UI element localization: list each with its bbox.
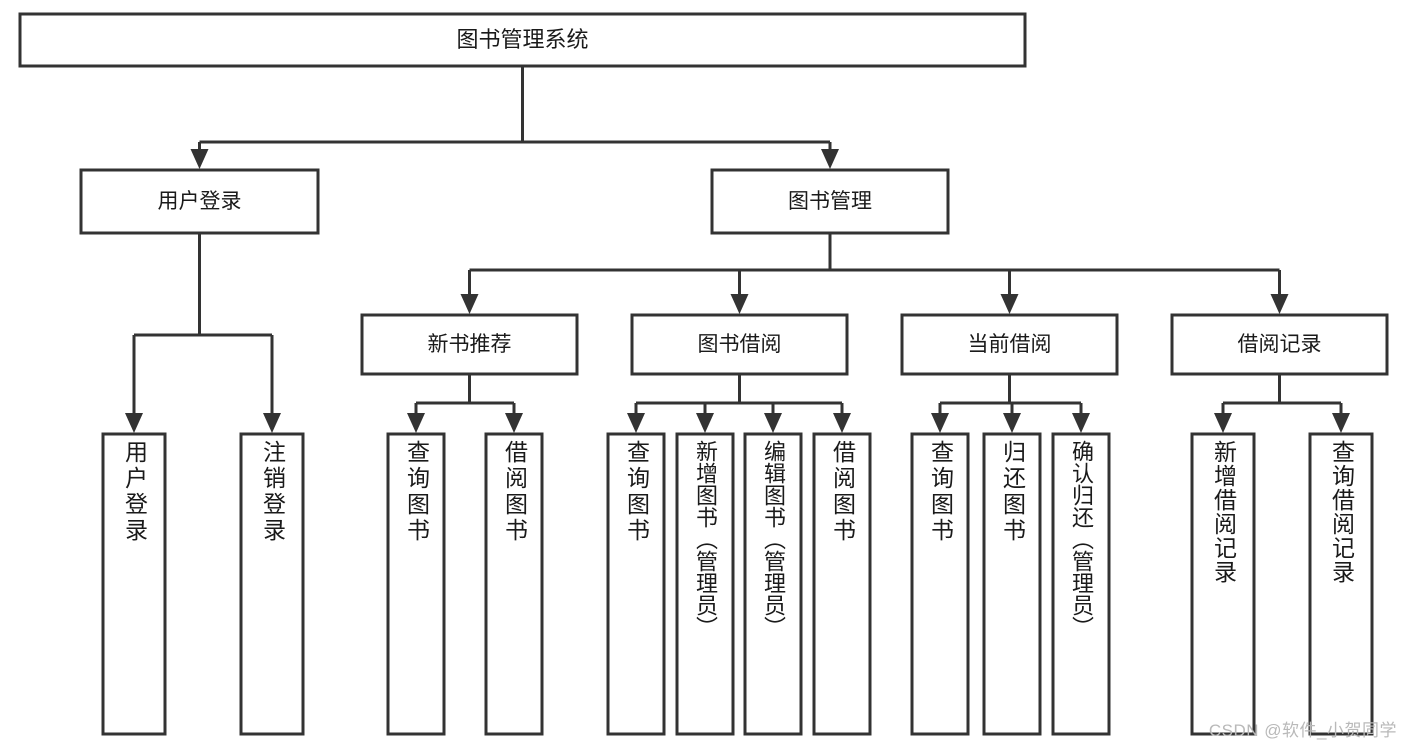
node-label-root: 图书管理系统 (456, 27, 588, 52)
node-label-book-manage: 图书管理 (788, 190, 872, 213)
arrow-head-icon-leaf-query-record (1332, 413, 1350, 433)
arrow-head-icon-leaf-user-login (125, 413, 143, 433)
node-box-leaf-return-book[interactable] (982, 432, 1042, 736)
node-box-borrow-record[interactable] (1170, 313, 1389, 376)
arrow-head-icon-leaf-query-book-2 (627, 413, 645, 433)
node-box-root[interactable] (18, 12, 1027, 68)
node-label-user-login: 用户登录 (158, 190, 242, 213)
arrow-head-icon-leaf-borrow-book-1 (505, 413, 523, 433)
node-box-book-manage[interactable] (710, 168, 950, 235)
arrow-head-icon-new-book-recommend (460, 294, 479, 314)
node-box-leaf-borrow-book-1[interactable] (484, 432, 544, 736)
arrow-head-icon-leaf-edit-book (764, 413, 782, 433)
arrow-head-icon-leaf-borrow-book-2 (833, 413, 851, 433)
connectors-layer (125, 66, 1350, 433)
node-label-new-book-recommend: 新书推荐 (428, 333, 512, 356)
node-box-leaf-query-record[interactable] (1308, 432, 1374, 736)
node-box-leaf-borrow-book-2[interactable] (812, 432, 872, 736)
arrow-head-icon-current-borrow (1000, 294, 1019, 314)
node-box-leaf-query-book-1[interactable] (386, 432, 446, 736)
node-label-borrow-record: 借阅记录 (1238, 333, 1322, 356)
node-box-leaf-add-record[interactable] (1190, 432, 1256, 736)
arrow-head-icon-leaf-add-record (1214, 413, 1232, 433)
node-box-leaf-query-book-2[interactable] (606, 432, 666, 736)
node-box-leaf-confirm-return[interactable] (1051, 432, 1111, 736)
node-box-leaf-add-book[interactable] (675, 432, 735, 736)
boxes-layer (18, 12, 1389, 736)
arrow-head-icon-leaf-confirm-return (1072, 413, 1090, 433)
arrow-head-icon-user-login (190, 149, 209, 169)
arrow-head-icon-leaf-return-book (1003, 413, 1021, 433)
node-box-leaf-edit-book[interactable] (743, 432, 803, 736)
node-label-book-borrow: 图书借阅 (698, 333, 782, 356)
arrow-head-icon-book-manage (821, 149, 839, 169)
node-box-user-login[interactable] (79, 168, 320, 235)
arrow-head-icon-leaf-user-logout (263, 413, 281, 433)
arrow-head-icon-leaf-add-book (696, 413, 714, 433)
arrow-head-icon-leaf-query-book-1 (407, 413, 425, 433)
node-box-book-borrow[interactable] (630, 313, 849, 376)
arrow-head-icon-book-borrow (730, 294, 749, 314)
node-label-current-borrow: 当前借阅 (968, 333, 1052, 356)
arrow-head-icon-borrow-record (1270, 294, 1289, 314)
node-box-new-book-recommend[interactable] (360, 313, 579, 376)
node-box-leaf-query-book-3[interactable] (910, 432, 970, 736)
arrow-head-icon-leaf-query-book-3 (931, 413, 949, 433)
node-box-leaf-user-logout[interactable] (239, 432, 305, 736)
node-box-leaf-user-login[interactable] (101, 432, 167, 736)
node-box-current-borrow[interactable] (900, 313, 1119, 376)
